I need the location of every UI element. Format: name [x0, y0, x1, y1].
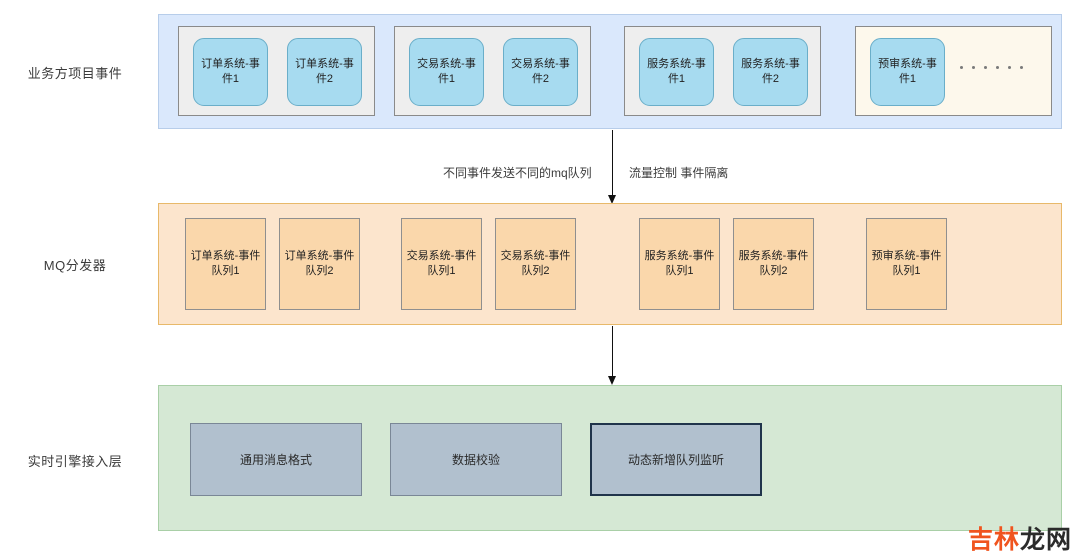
event-group-preaudit: 预审系统-事件1 [855, 26, 1052, 116]
mq-queue-box[interactable]: 订单系统-事件队列2 [279, 218, 360, 310]
annotation-routing: 不同事件发送不同的mq队列 [443, 166, 592, 180]
arrow-mq-to-engine-icon [608, 326, 616, 385]
annotation-flow-control: 流量控制 事件隔离 [629, 166, 729, 180]
row-label-engine: 实时引擎接入层 [27, 454, 123, 469]
mq-queue-box[interactable]: 交易系统-事件队列2 [495, 218, 576, 310]
row-label-mq: MQ分发器 [43, 258, 107, 273]
event-card[interactable]: 交易系统-事件2 [503, 38, 578, 106]
event-card[interactable]: 服务系统-事件1 [639, 38, 714, 106]
event-card[interactable]: 预审系统-事件1 [870, 38, 945, 106]
event-group-service: 服务系统-事件1 服务系统-事件2 [624, 26, 821, 116]
event-card[interactable]: 订单系统-事件1 [193, 38, 268, 106]
event-group-order: 订单系统-事件1 订单系统-事件2 [178, 26, 375, 116]
ellipsis-icon [960, 66, 1023, 69]
event-card[interactable]: 服务系统-事件2 [733, 38, 808, 106]
engine-module-data-validation[interactable]: 数据校验 [390, 423, 562, 496]
watermark: 吉林龙网 [968, 528, 1072, 553]
mq-queue-box[interactable]: 交易系统-事件队列1 [401, 218, 482, 310]
row-label-business: 业务方项目事件 [27, 66, 123, 81]
watermark-part-b: 龙网 [1019, 526, 1072, 554]
event-group-trade: 交易系统-事件1 交易系统-事件2 [394, 26, 591, 116]
mq-queue-box[interactable]: 服务系统-事件队列1 [639, 218, 720, 310]
mq-queue-box[interactable]: 预审系统-事件队列1 [866, 218, 947, 310]
engine-module-message-format[interactable]: 通用消息格式 [190, 423, 362, 496]
event-card[interactable]: 交易系统-事件1 [409, 38, 484, 106]
arrow-business-to-mq-icon [608, 130, 616, 204]
watermark-part-a: 吉林 [967, 526, 1020, 554]
event-card[interactable]: 订单系统-事件2 [287, 38, 362, 106]
mq-queue-box[interactable]: 订单系统-事件队列1 [185, 218, 266, 310]
engine-module-dynamic-queue-listener[interactable]: 动态新增队列监听 [590, 423, 762, 496]
mq-queue-box[interactable]: 服务系统-事件队列2 [733, 218, 814, 310]
